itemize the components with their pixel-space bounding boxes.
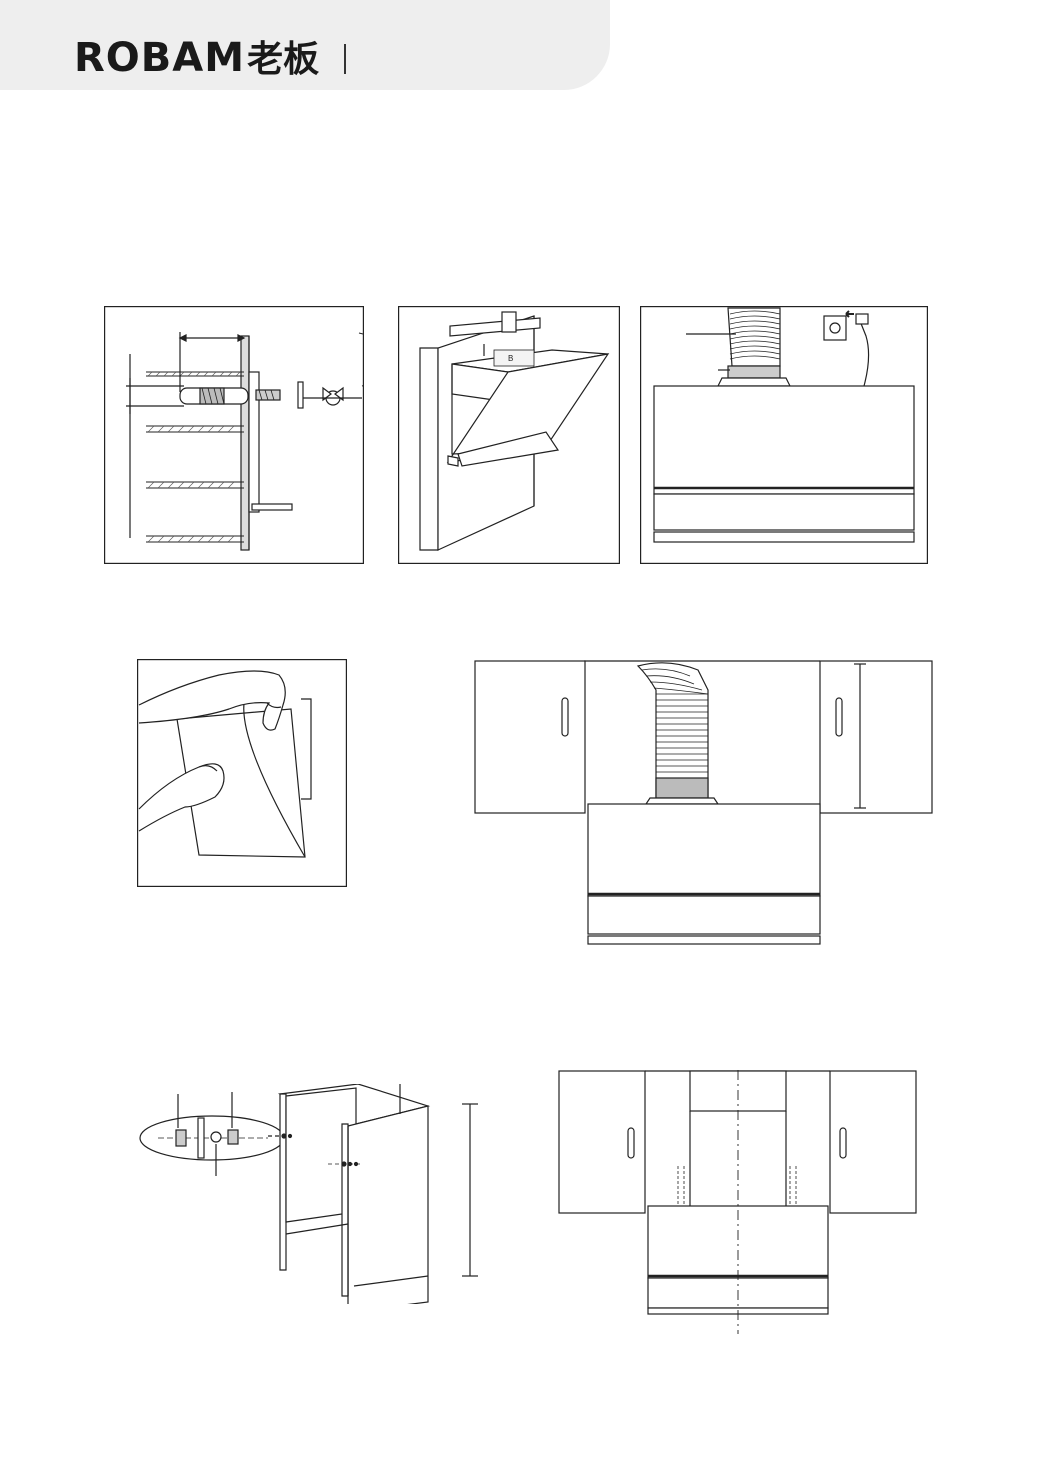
wall-anchor-cross-section-drawing — [104, 306, 364, 564]
brand-latin: ROBAM — [74, 35, 245, 81]
svg-text:B: B — [508, 354, 513, 363]
figure-decorative-cover-assembly — [138, 1084, 482, 1304]
hands-peeling-film-drawing — [137, 659, 347, 887]
cover-screw-assembly-drawing — [138, 1084, 482, 1304]
hood-duct-cabinets-drawing — [474, 660, 934, 948]
figure-duct-and-power-connection — [640, 306, 928, 564]
figure-wall-anchor-detail — [104, 306, 364, 564]
hood-cover-centerline-drawing — [558, 1070, 918, 1342]
figure-hood-with-cover-centered — [558, 1070, 918, 1342]
figure-hood-on-wall-bracket: B — [398, 306, 620, 564]
brand-chinese: 老板 — [247, 39, 319, 80]
brand-logo: ROBAM老板 — [74, 34, 319, 84]
page-header: ROBAM老板 — [0, 0, 610, 90]
logo-divider — [344, 44, 346, 74]
range-hood-hanging-drawing: B — [398, 306, 620, 564]
figure-peel-protective-film — [137, 659, 347, 887]
figure-hood-between-cabinets — [474, 660, 934, 948]
duct-plug-socket-drawing — [640, 306, 928, 564]
